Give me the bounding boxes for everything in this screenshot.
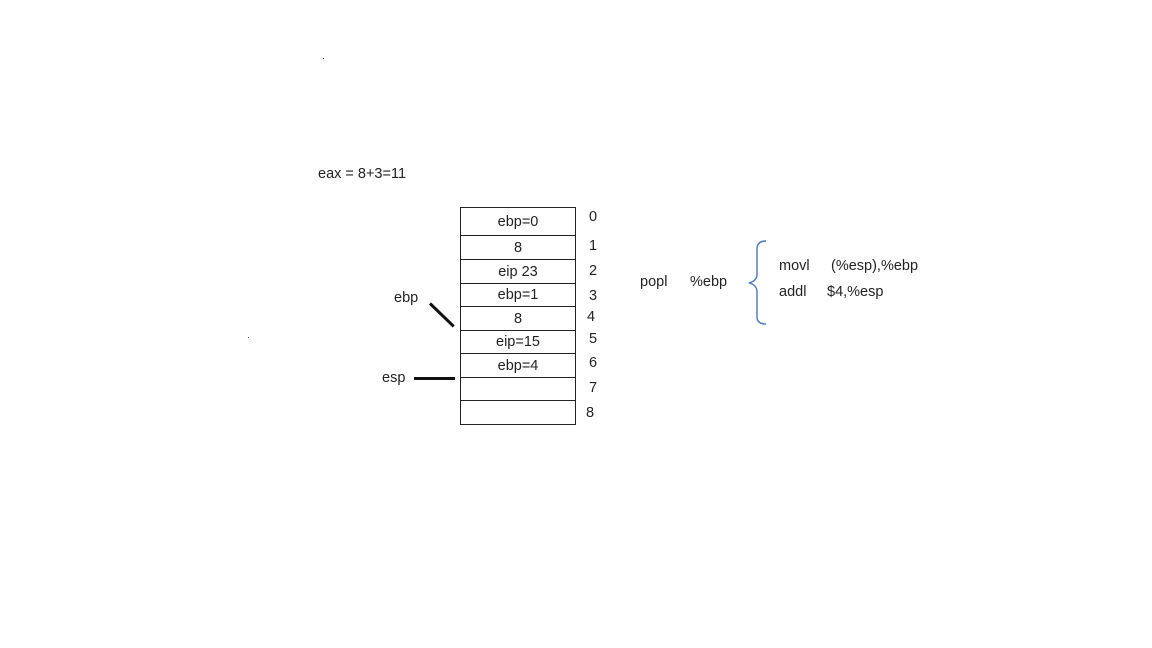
stack-index-1: 1 xyxy=(589,238,598,254)
stack-index-3: 3 xyxy=(589,288,598,304)
stack-cell-4: 8 xyxy=(461,306,575,330)
stack-cell-6: ebp=4 xyxy=(461,353,575,377)
eax-equation: eax = 8+3=11 xyxy=(318,166,407,182)
stray-dot xyxy=(323,58,324,59)
instruction-opcode: popl xyxy=(640,274,668,290)
stack-diagram: ebp=0 8 eip 23 ebp=1 8 eip=15 ebp=4 xyxy=(460,207,576,425)
stack-index-2: 2 xyxy=(589,263,598,279)
esp-pointer-line xyxy=(414,377,455,380)
stack-index-7: 7 xyxy=(589,380,598,396)
stack-index-4: 4 xyxy=(587,309,596,325)
expansion-opcode-1: movl xyxy=(779,258,810,274)
stack-index-6: 6 xyxy=(589,355,598,371)
stack-cell-0: ebp=0 xyxy=(461,207,575,235)
stack-cell-3: ebp=1 xyxy=(461,283,575,306)
stack-cell-8 xyxy=(461,400,575,424)
stack-index-0: 0 xyxy=(589,209,598,225)
stray-dot xyxy=(248,337,249,338)
expansion-operand-2: $4,%esp xyxy=(827,284,884,300)
curly-brace xyxy=(748,240,767,325)
stack-cell-7 xyxy=(461,377,575,400)
stack-cell-1: 8 xyxy=(461,235,575,259)
stack-index-5: 5 xyxy=(589,331,598,347)
expansion-operand-1: (%esp),%ebp xyxy=(831,258,919,274)
ebp-pointer-line xyxy=(428,302,455,328)
instruction-operand: %ebp xyxy=(690,274,728,290)
esp-pointer-label: esp xyxy=(382,370,406,386)
stack-cell-2: eip 23 xyxy=(461,259,575,283)
ebp-pointer-label: ebp xyxy=(394,290,419,306)
expansion-opcode-2: addl xyxy=(779,284,807,300)
stack-cell-5: eip=15 xyxy=(461,330,575,353)
stack-index-8: 8 xyxy=(586,405,595,421)
